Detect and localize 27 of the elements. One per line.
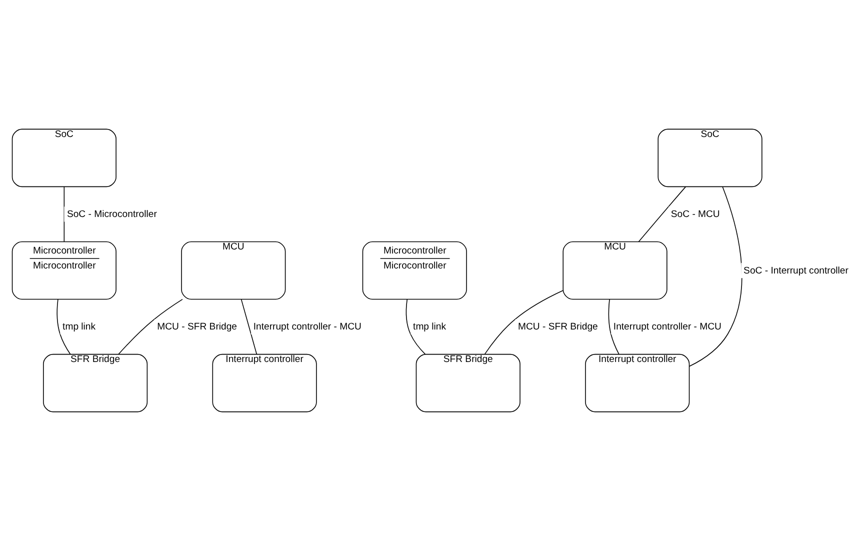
edge-label: tmp link [413, 322, 446, 333]
node-box: SFR Bridge [43, 354, 148, 412]
node-box: SoC [658, 128, 762, 188]
connector [240, 298, 258, 355]
edge-label: SoC - Interrupt controller [744, 265, 848, 276]
edge-label: Interrupt controller - MCU [613, 322, 722, 333]
edge-label: MCU - SFR Bridge [518, 322, 598, 333]
node-box: Interrupt controller [212, 354, 317, 412]
node-box: MCU [181, 241, 286, 300]
node-box: MCU [562, 241, 668, 300]
connector [638, 186, 686, 242]
connector [406, 299, 426, 355]
edge-label: SoC - MCU [670, 209, 720, 220]
node-box: SFR Bridge [416, 354, 520, 412]
connector [484, 290, 564, 354]
connector [118, 298, 183, 355]
edge-label: MCU - SFR Bridge [157, 322, 238, 333]
edge-label: tmp link [62, 322, 96, 333]
node-box: Microcontroller Microcontroller [12, 241, 116, 300]
node-box: Microcontroller Microcontroller [362, 241, 467, 300]
edge-label: SoC - Microcontroller [66, 209, 157, 220]
connector [608, 298, 620, 355]
node-box: SoC [12, 128, 116, 188]
edge-label: Interrupt controller - MCU [253, 322, 362, 333]
connector [689, 186, 742, 367]
connector [56, 299, 71, 355]
node-box: Interrupt controller [585, 354, 690, 412]
